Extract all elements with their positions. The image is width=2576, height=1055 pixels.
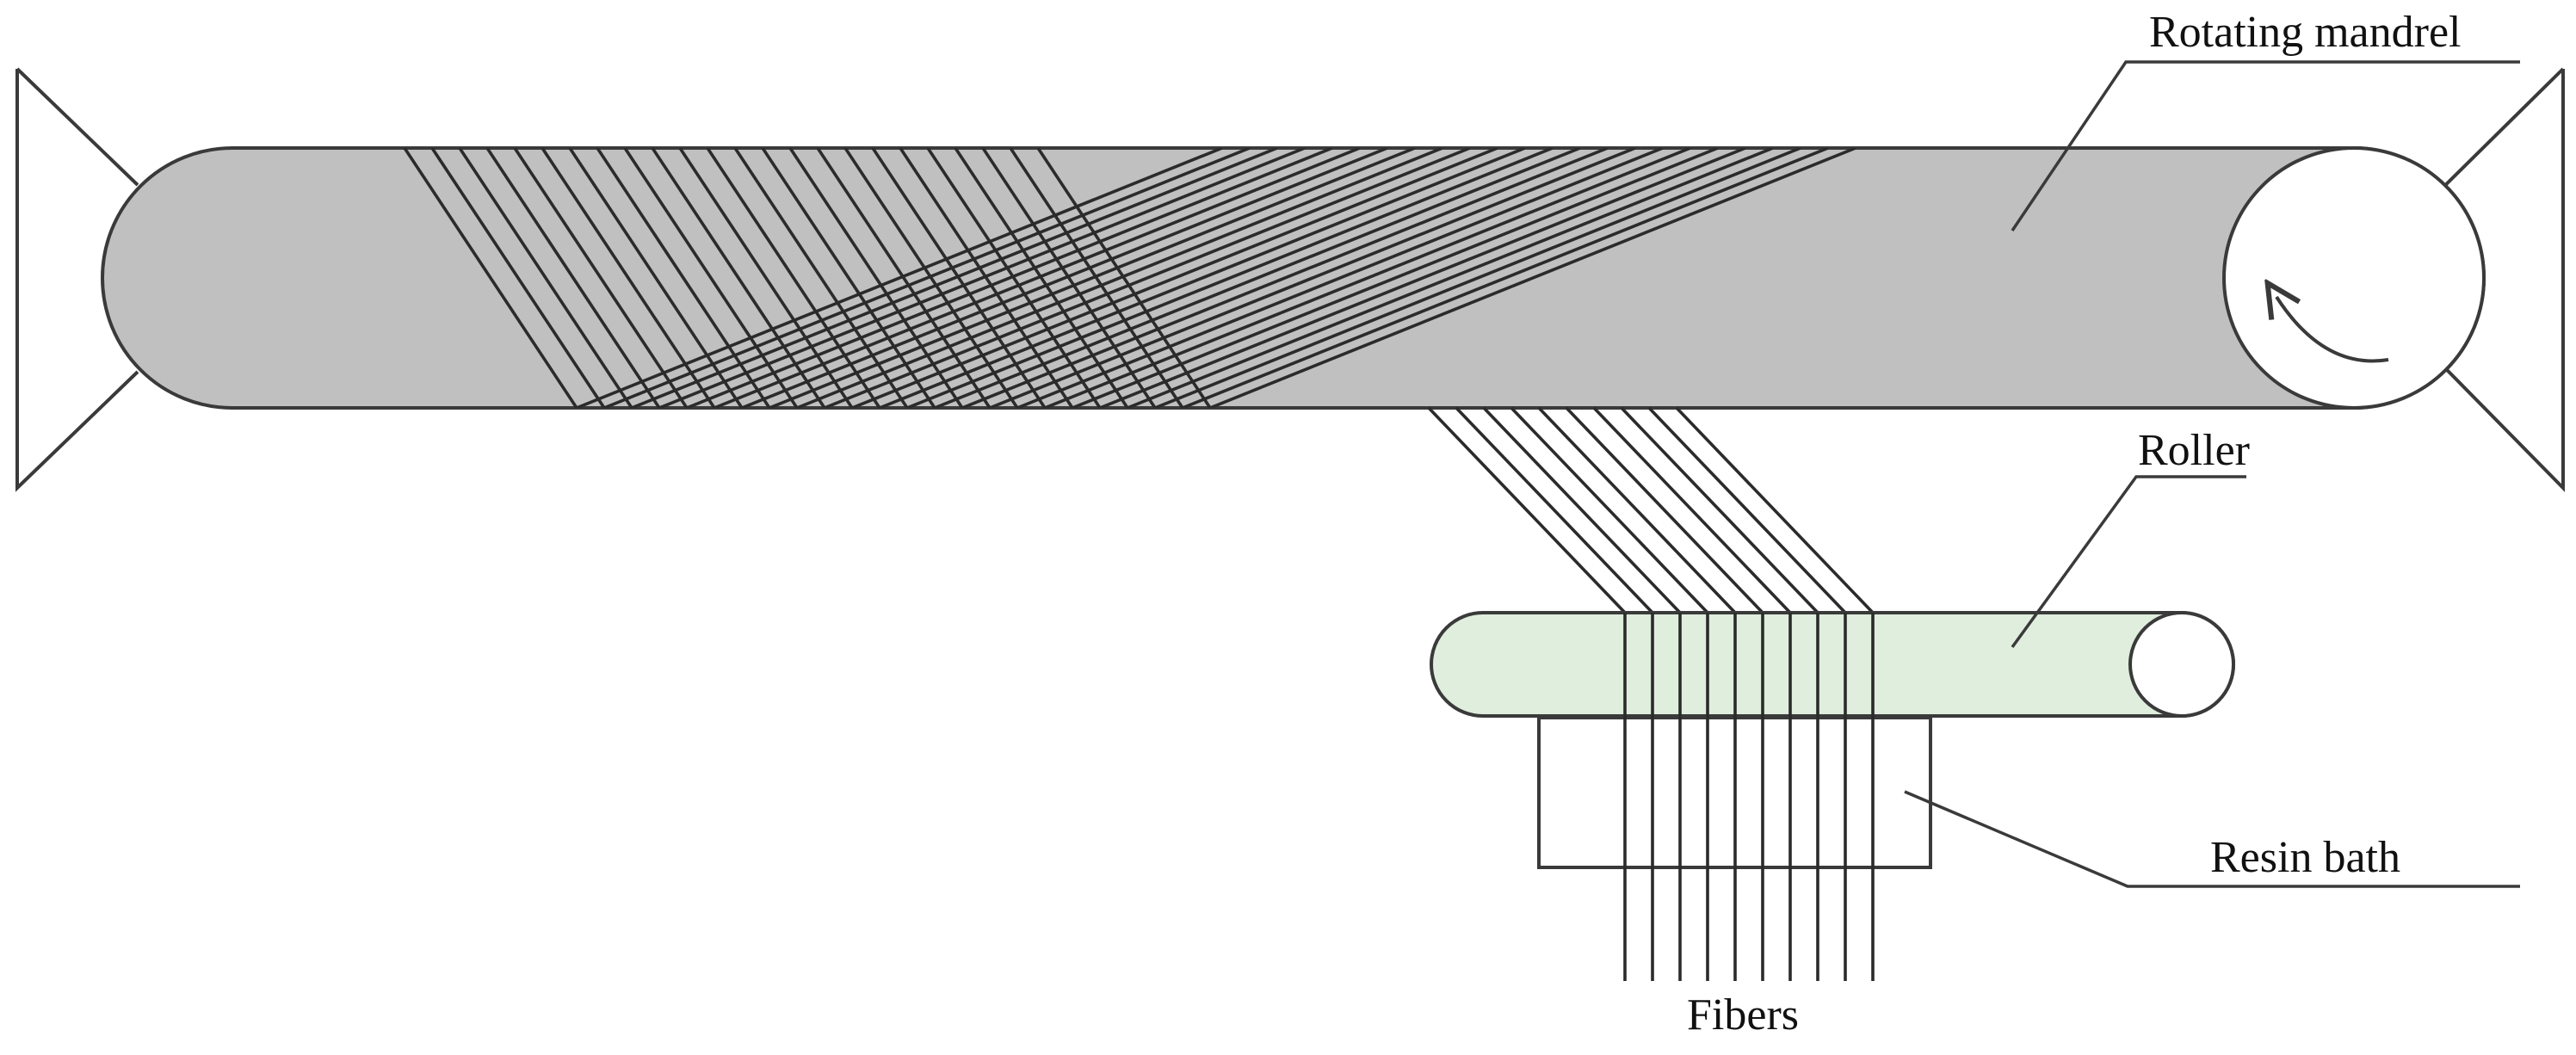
fiber-feed-lines — [1427, 406, 1875, 614]
resin-bath-leader-line — [1904, 790, 2520, 888]
winding-fiber — [989, 148, 1636, 408]
winding-fiber — [1016, 148, 1664, 408]
winding-fiber — [513, 148, 689, 408]
feed-fiber — [1427, 406, 1627, 614]
winding-fiber — [1127, 148, 1774, 408]
winding-fiber — [686, 148, 1333, 408]
winding-fiber — [1099, 148, 1746, 408]
roller-label: Roller — [2138, 426, 2250, 475]
feed-fiber — [1565, 406, 1764, 614]
winding-fiber — [576, 148, 1223, 408]
resin-bath-label: Resin bath — [2210, 833, 2400, 882]
winding-fiber — [906, 148, 1554, 408]
winding-pattern — [403, 148, 1856, 408]
mandrel-leader-line — [2011, 60, 2520, 231]
winding-fiber — [741, 148, 1388, 408]
winding-fiber — [658, 148, 1306, 408]
winding-fiber — [1209, 148, 1856, 408]
winding-fiber — [603, 148, 1251, 408]
winding-fiber — [769, 148, 1416, 408]
right-tailstock — [2351, 67, 2565, 492]
winding-fiber — [1154, 148, 1801, 408]
left-chuck — [15, 67, 139, 492]
fiber-strands — [1623, 613, 1875, 981]
winding-fiber — [430, 148, 606, 408]
feed-fiber — [1647, 406, 1847, 614]
feed-fiber — [1620, 406, 1819, 614]
feed-fiber — [1482, 406, 1682, 614]
winding-fiber — [879, 148, 1526, 408]
winding-fiber — [713, 148, 1361, 408]
fibers-label: Fibers — [1687, 990, 1799, 1040]
winding-fiber — [1072, 148, 1719, 408]
winding-fiber — [934, 148, 1581, 408]
winding-fiber — [631, 148, 1278, 408]
mandrel-label: Rotating mandrel — [2149, 8, 2461, 57]
winding-fiber — [485, 148, 661, 408]
winding-fiber — [1044, 148, 1691, 408]
winding-fiber — [458, 148, 633, 408]
rotation-arrow-icon — [2276, 297, 2389, 363]
mandrel-end-face — [2222, 146, 2486, 410]
winding-fiber — [403, 148, 578, 408]
winding-fiber — [824, 148, 1471, 408]
roller — [1430, 611, 2235, 718]
feed-fiber — [1592, 406, 1792, 614]
feed-fiber — [1675, 406, 1875, 614]
feed-fiber — [1537, 406, 1737, 614]
winding-fiber — [1182, 148, 1829, 408]
winding-fiber — [796, 148, 1443, 408]
feed-fiber — [1455, 406, 1654, 614]
feed-fiber — [1510, 406, 1709, 614]
winding-fiber — [961, 148, 1609, 408]
winding-fiber — [851, 148, 1498, 408]
roller-end-face — [2128, 611, 2235, 718]
roller-leader-line — [2011, 475, 2246, 649]
